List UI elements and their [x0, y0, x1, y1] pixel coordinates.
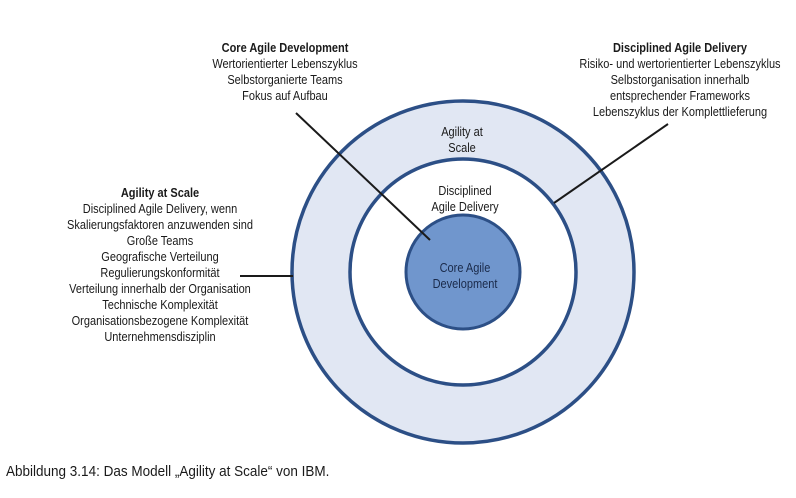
outer-ring-label: Agility at Scale — [418, 124, 506, 156]
disciplined-agile-delivery-line: Risiko- und wertorientierter Lebenszyklu… — [579, 57, 781, 71]
outer-ring-label-line: Scale — [448, 141, 476, 155]
core-circle-label: Core Agile Development — [421, 260, 509, 292]
connector-core-agile-development — [295, 112, 431, 241]
agility-at-scale-line: Große Teams — [126, 234, 194, 248]
disciplined-agile-delivery-title: Disciplined Agile Delivery — [612, 41, 748, 55]
core-circle-core-agile-development — [404, 213, 522, 331]
core-agile-development-line: Selbstorganierte Teams — [227, 73, 343, 87]
agility-at-scale-line: Disciplined Agile Delivery, wenn — [82, 202, 238, 216]
figure-caption: Abbildung 3.14: Das Modell „Agility at S… — [6, 463, 330, 480]
middle-ring-label: Disciplined Agile Delivery — [412, 183, 518, 215]
disciplined-agile-delivery-line: entsprechender Frameworks — [609, 89, 751, 103]
core-circle-label-line: Development — [432, 277, 498, 291]
core-agile-development-line: Wertorientierter Lebenszyklus — [212, 57, 358, 71]
middle-ring-label-line: Agile Delivery — [431, 200, 499, 214]
core-circle-label-line: Core Agile — [439, 261, 491, 275]
core-agile-development-line: Fokus auf Aufbau — [242, 89, 328, 103]
core-agile-development-title: Core Agile Development — [221, 41, 349, 55]
agility-at-scale-line: Skalierungsfaktoren anzuwenden sind — [67, 218, 253, 232]
agility-at-scale-line: Technische Komplexität — [102, 298, 218, 312]
agility-at-scale-line: Unternehmensdisziplin — [104, 330, 216, 344]
disciplined-agile-delivery-line: Selbstorganisation innerhalb — [610, 73, 750, 87]
label-block-core-agile-development: Core Agile Development Wertorientierter … — [197, 40, 373, 104]
agility-at-scale-line: Organisationsbezogene Komplexität — [71, 314, 249, 328]
middle-ring-label-line: Disciplined — [438, 184, 492, 198]
agility-at-scale-line: Regulierungskonformität — [100, 266, 220, 280]
disciplined-agile-delivery-line: Lebenszyklus der Komplettlieferung — [592, 105, 768, 119]
agility-at-scale-title: Agility at Scale — [120, 186, 200, 200]
outer-ring-label-line: Agility at — [441, 125, 483, 139]
connector-disciplined-agile-delivery — [553, 123, 669, 204]
agility-at-scale-line: Verteilung innerhalb der Organisation — [69, 282, 251, 296]
agility-at-scale-line: Geografische Verteilung — [101, 250, 219, 264]
label-block-agility-at-scale: Agility at Scale Disciplined Agile Deliv… — [54, 185, 265, 345]
label-block-disciplined-agile-delivery: Disciplined Agile Delivery Risiko- und w… — [570, 40, 790, 120]
